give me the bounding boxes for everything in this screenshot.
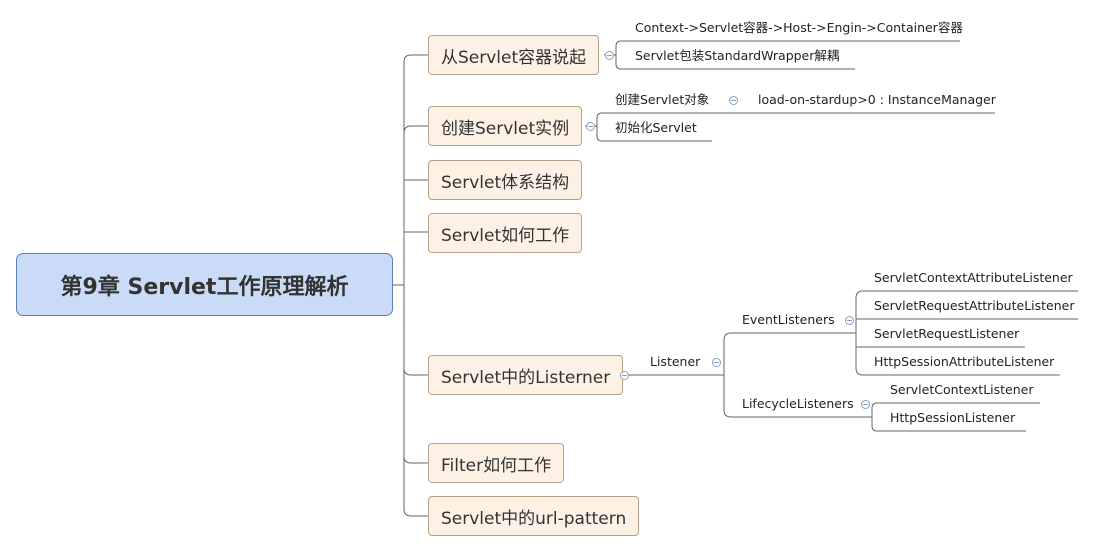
leaf-create-object[interactable]: 创建Servlet对象 xyxy=(615,92,710,107)
topic-label: Servlet体系结构 xyxy=(441,172,570,193)
leaf-standard-wrapper[interactable]: Servlet包装StandardWrapper解耦 xyxy=(635,48,840,63)
topic-label: 从Servlet容器说起 xyxy=(441,47,587,68)
collapse-icon[interactable] xyxy=(712,358,721,367)
topic-label: 创建Servlet实例 xyxy=(441,118,570,139)
collapse-icon[interactable] xyxy=(586,122,595,131)
topic-label: Servlet中的url-pattern xyxy=(441,508,627,529)
leaf-servlet-request-listener[interactable]: ServletRequestListener xyxy=(874,326,1020,341)
topic-label: Servlet如何工作 xyxy=(441,225,570,246)
topic-label: Servlet中的Listerner xyxy=(441,367,611,388)
topic-servlet-listener[interactable]: Servlet中的Listerner xyxy=(428,355,624,395)
leaf-http-session-listener[interactable]: HttpSessionListener xyxy=(890,410,1016,425)
collapse-icon[interactable] xyxy=(605,51,614,60)
collapse-icon[interactable] xyxy=(861,400,870,409)
topic-create-servlet[interactable]: 创建Servlet实例 xyxy=(428,106,583,146)
topic-servlet-container[interactable]: 从Servlet容器说起 xyxy=(428,35,600,75)
collapse-icon[interactable] xyxy=(729,96,738,105)
topic-servlet-how[interactable]: Servlet如何工作 xyxy=(428,213,583,253)
node-listener[interactable]: Listener xyxy=(650,354,701,369)
leaf-container-chain[interactable]: Context->Servlet容器->Host->Engin->Contain… xyxy=(635,20,963,35)
topic-servlet-architecture[interactable]: Servlet体系结构 xyxy=(428,160,583,200)
leaf-servlet-context-attribute-listener[interactable]: ServletContextAttributeListener xyxy=(874,270,1073,285)
node-event-listeners[interactable]: EventListeners xyxy=(742,312,835,327)
leaf-load-on-startup[interactable]: load-on-stardup>0 : InstanceManager xyxy=(758,92,996,107)
topic-url-pattern[interactable]: Servlet中的url-pattern xyxy=(428,496,640,536)
leaf-http-session-attribute-listener[interactable]: HttpSessionAttributeListener xyxy=(874,354,1055,369)
collapse-icon[interactable] xyxy=(620,371,629,380)
node-lifecycle-listeners[interactable]: LifecycleListeners xyxy=(742,396,854,411)
leaf-servlet-context-listener[interactable]: ServletContextListener xyxy=(890,382,1034,397)
topic-filter-how[interactable]: Filter如何工作 xyxy=(428,443,565,483)
leaf-servlet-request-attribute-listener[interactable]: ServletRequestAttributeListener xyxy=(874,298,1075,313)
leaf-init-servlet[interactable]: 初始化Servlet xyxy=(615,120,697,135)
topic-label: Filter如何工作 xyxy=(441,455,552,476)
collapse-icon[interactable] xyxy=(845,316,854,325)
root-topic[interactable]: 第9章 Servlet工作原理解析 xyxy=(16,253,393,316)
root-title: 第9章 Servlet工作原理解析 xyxy=(60,274,349,300)
